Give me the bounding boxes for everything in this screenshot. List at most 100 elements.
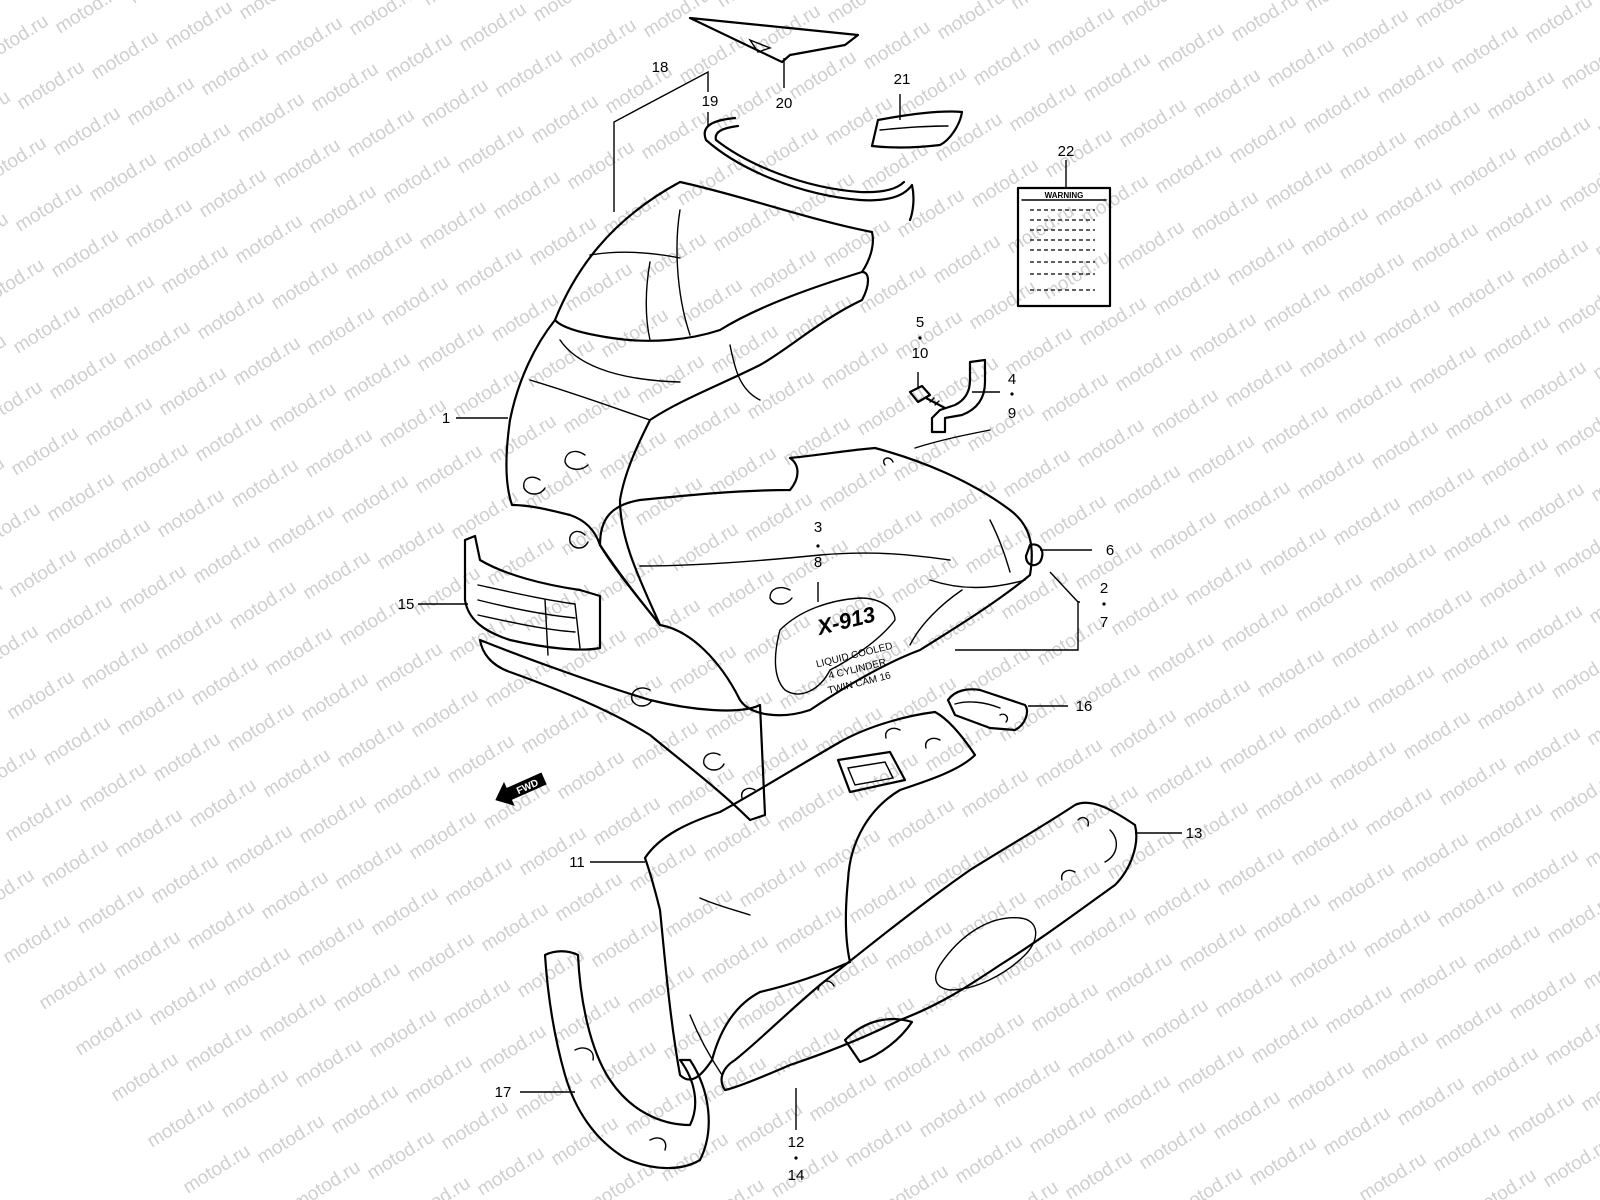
- watermark-text: motod.ru: [744, 367, 819, 425]
- watermark-text: motod.ru: [1590, 327, 1600, 385]
- watermark-text: motod.ru: [854, 383, 929, 441]
- watermark-text: motod.ru: [1030, 857, 1105, 915]
- watermark-text: motod.ru: [82, 393, 157, 451]
- watermark-text: motod.ru: [4, 667, 79, 725]
- watermark-text: motod.ru: [1412, 0, 1487, 32]
- watermark-text: motod.ru: [518, 701, 593, 759]
- watermark-text: motod.ru: [230, 333, 305, 391]
- callout-9: 9: [1008, 405, 1016, 422]
- watermark-text: motod.ru: [126, 0, 201, 8]
- watermark-text: motod.ru: [958, 765, 1033, 823]
- watermark-text: motod.ru: [1322, 981, 1397, 1039]
- watermark-text: motod.ru: [1292, 569, 1367, 627]
- watermark-text: motod.ru: [1580, 937, 1600, 995]
- watermark-text: motod.ru: [1432, 997, 1507, 1055]
- watermark-text: motod.ru: [884, 795, 959, 853]
- watermark-text: motod.ru: [488, 289, 563, 347]
- watermark-text: motod.ru: [118, 439, 193, 497]
- callout-5: 5: [916, 314, 924, 331]
- watermark-text: motod.ru: [1212, 965, 1287, 1023]
- watermark-text: motod.ru: [222, 821, 297, 879]
- watermark-text: motod.ru: [700, 809, 775, 867]
- watermark-text: motod.ru: [122, 195, 197, 253]
- callout-6: 6: [1106, 542, 1114, 559]
- callout-12: 12: [788, 1134, 805, 1151]
- watermark-text: motod.ru: [1032, 735, 1107, 793]
- watermark-text: motod.ru: [1288, 813, 1363, 871]
- watermark-text: motod.ru: [1362, 783, 1437, 841]
- callout-dot-3-8: [816, 544, 820, 548]
- watermark-text: motod.ru: [1330, 493, 1405, 551]
- callout-8: 8: [814, 554, 822, 571]
- watermark-text: motod.ru: [196, 165, 271, 223]
- watermark-text: motod.ru: [450, 365, 525, 423]
- watermark-text: motod.ru: [412, 441, 487, 499]
- watermark-text: motod.ru: [772, 901, 847, 959]
- watermark-text: motod.ru: [1152, 141, 1227, 199]
- watermark-text: motod.ru: [1520, 113, 1595, 171]
- watermark-text: motod.ru: [1518, 235, 1593, 293]
- watermark-text: motod.ru: [290, 1157, 365, 1200]
- watermark-text: motod.ru: [36, 957, 111, 1015]
- part-16-panel: [946, 688, 1029, 732]
- watermark-text: motod.ru: [740, 611, 815, 669]
- watermark-text: motod.ru: [1584, 693, 1600, 751]
- watermark-text: motod.ru: [0, 377, 46, 435]
- watermark-text: motod.ru: [962, 521, 1037, 579]
- watermark-text: motod.ru: [420, 0, 495, 10]
- watermark-text: motod.ru: [84, 271, 159, 329]
- part-17-lower-piece: [543, 950, 710, 1170]
- watermark-text: motod.ru: [1112, 339, 1187, 397]
- watermark-text: motod.ru: [806, 1069, 881, 1127]
- watermark-text: motod.ru: [1324, 859, 1399, 917]
- watermark-text: motod.ru: [0, 621, 42, 679]
- watermark-text: motod.ru: [1138, 995, 1213, 1053]
- watermark-text: motod.ru: [1176, 919, 1251, 977]
- watermark-text: motod.ru: [1444, 265, 1519, 323]
- watermark-text: motod.ru: [1358, 1027, 1433, 1085]
- watermark-text: motod.ru: [932, 109, 1007, 167]
- watermark-text: motod.ru: [486, 411, 561, 469]
- watermark-text: motod.ru: [0, 331, 10, 389]
- watermark-text: motod.ru: [1040, 247, 1115, 305]
- watermark-text: motod.ru: [234, 89, 309, 147]
- watermark-text: motod.ru: [1214, 843, 1289, 901]
- callout-10: 10: [912, 345, 929, 362]
- watermark-text: motod.ru: [0, 87, 14, 145]
- watermark-text: motod.ru: [80, 515, 155, 573]
- watermark-text: motod.ru: [404, 929, 479, 987]
- watermark-text: motod.ru: [1110, 461, 1185, 519]
- watermark-text: motod.ru: [0, 0, 16, 22]
- watermark-text: motod.ru: [672, 275, 747, 333]
- watermark-text: motod.ru: [264, 501, 339, 559]
- watermark-text: motod.ru: [1336, 127, 1411, 185]
- watermark-text: motod.ru: [630, 595, 705, 653]
- callout-21: 21: [894, 71, 911, 88]
- watermark-text: motod.ru: [224, 699, 299, 757]
- decal-model: X-913: [813, 601, 878, 640]
- watermark-text: motod.ru: [628, 717, 703, 775]
- watermark-text: motod.ru: [970, 33, 1045, 91]
- watermark-text: motod.ru: [590, 793, 665, 851]
- watermark-text: motod.ru: [1302, 0, 1377, 16]
- watermark-text: motod.ru: [626, 839, 701, 897]
- watermark-text: motod.ru: [1188, 187, 1263, 245]
- watermark-text: motod.ru: [1154, 19, 1229, 77]
- watermark-text: motod.ru: [186, 775, 261, 833]
- watermark-text: motod.ru: [220, 943, 295, 1001]
- callout-20: 20: [776, 95, 793, 112]
- watermark-text: motod.ru: [1448, 21, 1523, 79]
- watermark-text: motod.ru: [1332, 371, 1407, 429]
- watermark-text: motod.ru: [1556, 159, 1600, 217]
- watermark-text: motod.ru: [892, 307, 967, 365]
- watermark-text: motod.ru: [1478, 433, 1553, 491]
- watermark-text: motod.ru: [108, 1049, 183, 1107]
- watermark-text: motod.ru: [452, 243, 527, 301]
- watermark-text: motod.ru: [112, 805, 187, 863]
- watermark-text: motod.ru: [1180, 675, 1255, 733]
- watermark-text: motod.ru: [516, 823, 591, 881]
- watermark-text: motod.ru: [846, 871, 921, 929]
- watermark-text: motod.ru: [268, 257, 343, 315]
- watermark-text: motod.ru: [1008, 0, 1083, 14]
